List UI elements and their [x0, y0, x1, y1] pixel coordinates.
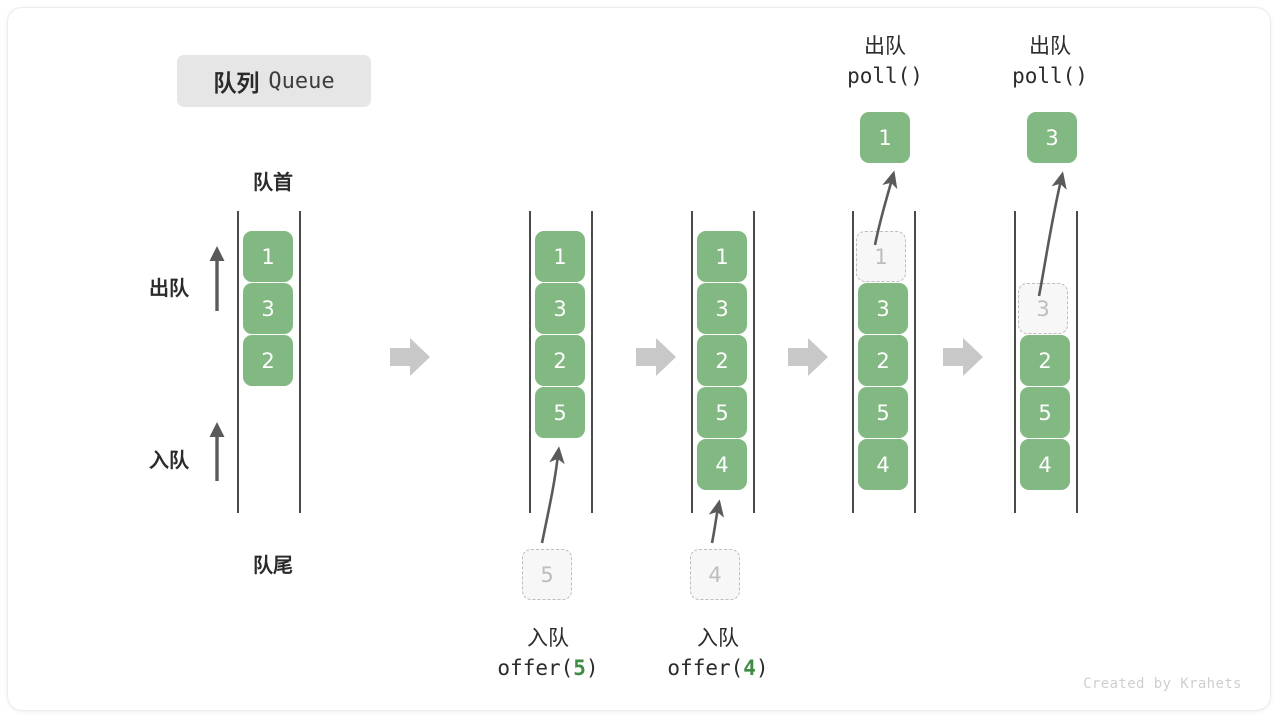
queue-cell: 2 [535, 335, 585, 386]
arrow-overlay [209, 170, 1067, 544]
rail-left-stage2 [529, 211, 531, 513]
rail-right-stage4 [914, 211, 916, 513]
pending-element-4: 4 [690, 549, 740, 600]
transition-arrow-icon [390, 338, 430, 376]
queue-cell: 4 [858, 439, 908, 490]
offer-5-cn: 入队 [527, 626, 569, 650]
pending-element-5: 5 [522, 549, 572, 600]
poll-3-caption: 出队 poll() [960, 31, 1140, 92]
poll-result-1: 1 [860, 112, 910, 163]
queue-cell: 1 [535, 231, 585, 282]
queue-cell: 1 [243, 231, 293, 282]
rail-right-stage2 [591, 211, 593, 513]
queue-cell: 5 [535, 387, 585, 438]
queue-cell: 3 [535, 283, 585, 334]
rail-left-stage5 [1014, 211, 1016, 513]
title-cn: 队列 [213, 71, 260, 97]
rail-right-stage1 [299, 211, 301, 513]
queue-cell: 2 [858, 335, 908, 386]
queue-cell: 4 [1020, 439, 1070, 490]
rail-left-stage4 [852, 211, 854, 513]
queue-head-label: 队首 [253, 170, 293, 194]
poll-1-code: poll() [847, 64, 923, 89]
poll-result-3: 3 [1027, 112, 1077, 163]
rail-left-stage1 [237, 211, 239, 513]
queue-cell: 5 [1020, 387, 1070, 438]
offer-5-code: offer(5) [497, 656, 599, 681]
queue-tail-label: 队尾 [253, 553, 293, 577]
offer-4-arrow-icon [708, 499, 725, 544]
queue-cell: 5 [697, 387, 747, 438]
offer-4-code: offer(4) [667, 656, 769, 681]
poll-1-cn: 出队 [864, 34, 906, 58]
rail-right-stage3 [753, 211, 755, 513]
transition-arrow-icon [943, 338, 983, 376]
enqueue-direction-arrow-icon [209, 422, 225, 481]
queue-cell: 1 [697, 231, 747, 282]
enqueue-direction-label: 入队 [149, 448, 189, 472]
poll-3-code: poll() [1012, 64, 1088, 89]
title-badge: 队列 Queue [177, 55, 371, 107]
poll-3-arrow-icon [1037, 171, 1067, 297]
credit-text: Created by Krahets [1083, 676, 1242, 692]
offer-5-arrow-icon [540, 446, 565, 544]
polled-ghost-cell: 3 [1018, 283, 1068, 334]
offer-5-caption: 入队 offer(5) [448, 623, 648, 684]
polled-ghost-cell: 1 [856, 231, 906, 282]
queue-cell: 3 [858, 283, 908, 334]
diagram-card: 队列 Queue 队首 队尾 出队 入队 1 3 2 1 3 2 5 5 入队 … [8, 8, 1270, 710]
transition-arrow-icon [636, 338, 676, 376]
rail-left-stage3 [691, 211, 693, 513]
transition-arrow-icon [788, 338, 828, 376]
dequeue-direction-arrow-icon [209, 246, 225, 311]
offer-4-cn: 入队 [697, 626, 739, 650]
poll-3-cn: 出队 [1029, 34, 1071, 58]
offer-4-caption: 入队 offer(4) [618, 623, 818, 684]
queue-cell: 2 [1020, 335, 1070, 386]
queue-cell: 2 [243, 335, 293, 386]
title-en: Queue [268, 68, 335, 94]
queue-cell: 3 [243, 283, 293, 334]
poll-1-caption: 出队 poll() [795, 31, 975, 92]
dequeue-direction-label: 出队 [149, 276, 189, 300]
queue-cell: 2 [697, 335, 747, 386]
queue-cell: 4 [697, 439, 747, 490]
rail-right-stage5 [1076, 211, 1078, 513]
queue-cell: 5 [858, 387, 908, 438]
queue-cell: 3 [697, 283, 747, 334]
